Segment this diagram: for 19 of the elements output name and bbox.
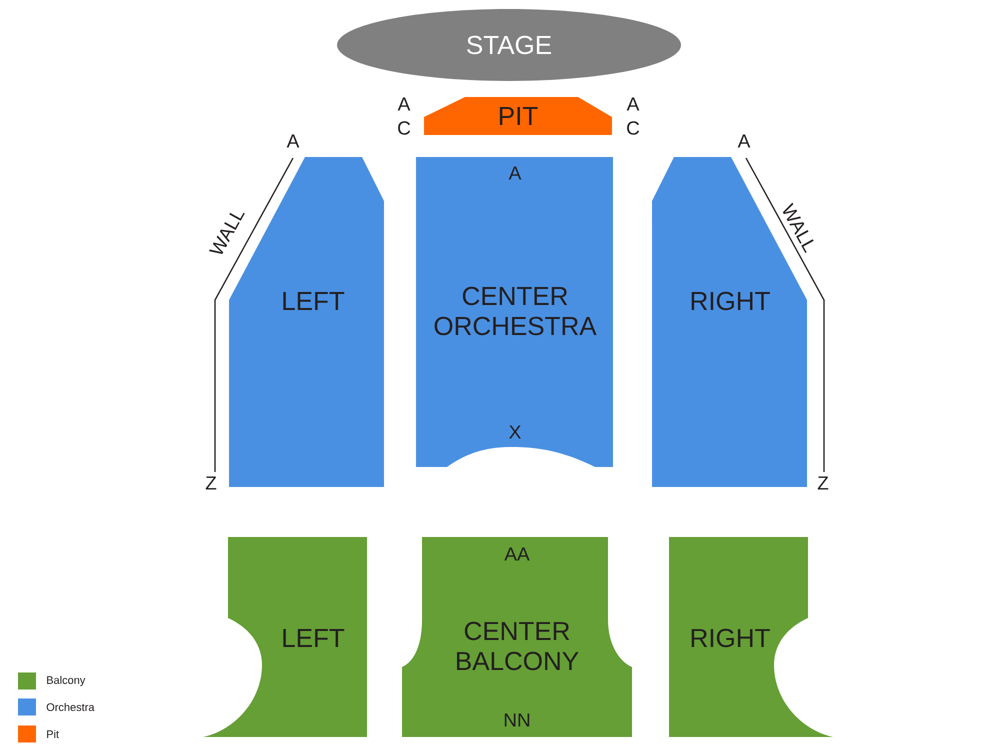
seating-section: RIGHT xyxy=(669,537,833,737)
wall-label: WALL xyxy=(782,202,814,253)
row-label: AA xyxy=(504,547,530,561)
row-label: A xyxy=(286,134,300,148)
row-label: X xyxy=(509,425,521,439)
legend-label: Balcony xyxy=(47,676,86,686)
row-label: Z xyxy=(206,476,216,490)
row-label: Z xyxy=(818,476,828,490)
row-label: A xyxy=(508,166,522,180)
row-label: A xyxy=(398,97,410,111)
row-label: A xyxy=(626,97,640,111)
row-label: C xyxy=(627,121,640,135)
legend-label: Orchestra xyxy=(46,702,94,712)
seating-section: PIT xyxy=(424,97,612,135)
row-label: C xyxy=(398,121,410,135)
row-label: A xyxy=(738,134,750,148)
seating-section: LEFT xyxy=(203,537,367,737)
row-label: NN xyxy=(504,713,530,727)
legend-label: Pit xyxy=(47,730,59,738)
